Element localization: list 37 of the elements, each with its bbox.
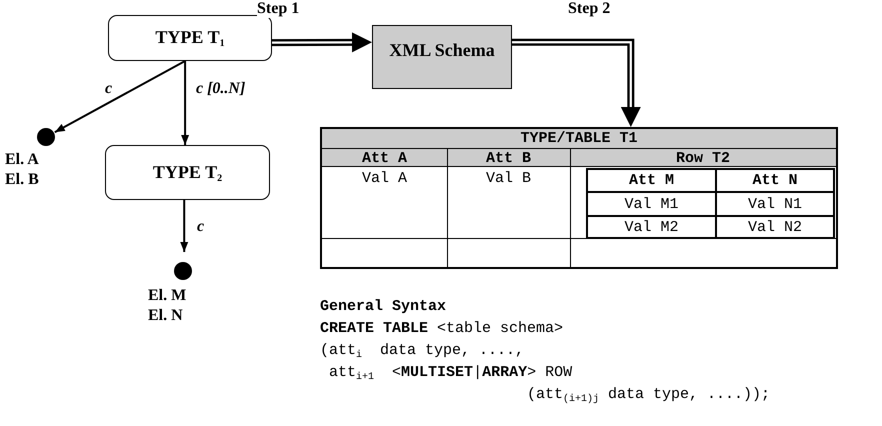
edge-label: Step 1 [257,0,300,18]
code-line: (att$_{i}$ data type, ...., [320,341,524,363]
table-value: Val M2 [623,218,680,238]
code-heading: General Syntax [320,297,446,317]
table-value: Val M1 [623,194,680,214]
box-label: XML Schema [389,40,495,60]
table-value: Val N2 [746,218,803,238]
element-label: El. B [5,170,39,190]
code-line: att$_{i+1}$ <MULTISET|ARRAY> ROW [329,363,572,385]
element-label: El. M [148,286,186,306]
terminal-dot [174,262,192,280]
table-value: Val B [484,168,532,188]
arrow [180,200,188,252]
code-line: CREATE TABLE <table schema> [320,319,564,339]
double-arrow [512,38,641,127]
table-value: Val N1 [746,194,803,214]
code-line: (att$_{(i+1)j}$ data type, ....)); [527,385,770,407]
column-header: Att N [751,171,798,191]
element-label: El. A [5,150,39,170]
column-header: Att A [360,149,408,167]
arrow [54,60,186,134]
type-box [105,145,270,200]
edge-label: Step 2 [568,0,610,18]
column-header: Att B [484,149,532,167]
table-value: Val A [360,168,408,188]
box-label: TYPE T$_{1}$ [155,27,225,49]
column-header: Att M [628,171,675,191]
column-header: Row T2 [674,149,731,167]
arrow [181,61,190,145]
element-label: El. N [148,306,184,326]
schema-box [372,25,512,89]
terminal-dot [37,128,55,146]
table-title: TYPE/TABLE T1 [519,130,639,147]
box-label: TYPE T$_{2}$ [152,162,222,184]
edge-label: c [0..N] [196,80,246,98]
double-arrow [272,32,372,52]
table-frame [320,127,838,269]
